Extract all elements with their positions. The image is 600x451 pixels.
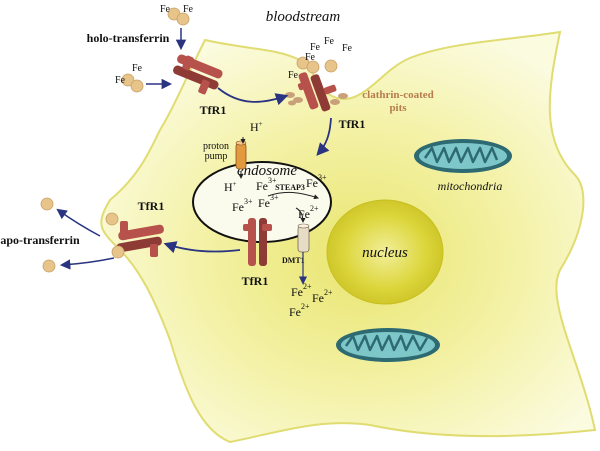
tfr1-top-label: TfR1: [200, 103, 227, 117]
proton-pump: [235, 140, 247, 170]
tfr1-left-label: TfR1: [138, 199, 165, 213]
fe2-endosome: Fe2+: [298, 204, 319, 221]
holo-transferrin-left: [121, 73, 144, 93]
h-plus-outside: H+: [250, 120, 263, 134]
fe-top-2: Fe: [183, 4, 194, 15]
proton-pump-label-line1: proton: [203, 141, 229, 152]
proton-pump-label-line2: pump: [205, 151, 228, 162]
tfr1-membrane-receptor-left: [116, 221, 164, 257]
fe-pit-4: Fe: [305, 52, 316, 63]
tfr1-membrane-receptor-top: [173, 54, 223, 95]
fe3-steap3-left: Fe3+: [256, 176, 277, 193]
fe2-cytosol-2: Fe2+: [312, 288, 333, 305]
fe-pit-2: Fe: [324, 36, 335, 47]
clathrin-label-line1: clathrin-coated: [362, 89, 433, 101]
fe-pit-1: Fe: [310, 42, 321, 53]
fe2-cytosol-1: Fe2+: [291, 282, 312, 299]
mitochondria-label: mitochondria: [438, 179, 503, 193]
dmt1-transporter: [297, 223, 310, 253]
fe2-cytosol-3: Fe2+: [289, 302, 310, 319]
nucleus: [326, 199, 444, 305]
mitochondrion-bottom: [336, 328, 440, 362]
arrow-to-endosome: [316, 117, 332, 156]
arrow-recycle: [163, 241, 241, 254]
clathrin-label-line2: pits: [389, 102, 407, 114]
holo-transferrin-label: holo-transferrin: [87, 31, 170, 45]
tfr1-clathrin-receptor: [297, 72, 337, 112]
fe-top-1: Fe: [160, 4, 171, 15]
steap3-label: STEAP3: [275, 183, 305, 192]
tfr1-endosome-label: TfR1: [242, 274, 269, 288]
fe-pit-3: Fe: [342, 43, 353, 54]
bloodstream-label: bloodstream: [266, 9, 341, 25]
endosome-label: endosome: [237, 163, 297, 179]
arrow-apo-down: [59, 257, 115, 270]
clathrin-dots: [285, 92, 348, 106]
tfr1-clathrin-label: TfR1: [339, 117, 366, 131]
fe3-bound-1: Fe3+: [232, 197, 253, 214]
nucleus-label: nucleus: [362, 245, 408, 261]
mitochondrion-top: [414, 139, 512, 173]
fe3-bound-2: Fe3+: [258, 193, 279, 210]
fe3-steap3-right: Fe3+: [306, 173, 327, 190]
h-plus-inside: H+: [224, 180, 237, 194]
fe-left-2: Fe: [132, 63, 143, 74]
fe-pit-5: Fe: [288, 70, 299, 81]
fe-left-1: Fe: [115, 75, 126, 86]
dmt1-label: DMT1: [282, 256, 305, 265]
arrow-apo-up: [56, 208, 101, 237]
tfr1-endosome-receptor: [243, 218, 272, 266]
apo-transferrin-label: apo-transferrin: [0, 233, 80, 247]
arrow-to-pit: [217, 87, 289, 106]
